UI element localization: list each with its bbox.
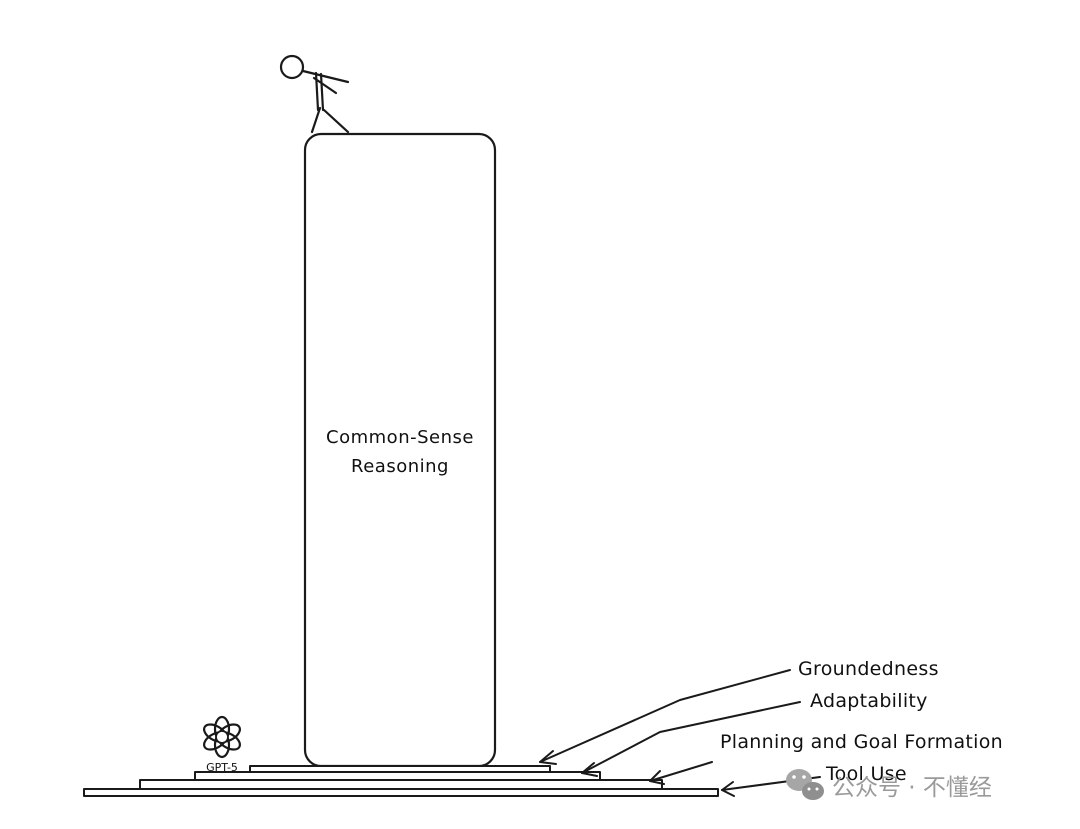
common-sense-pillar: [303, 132, 497, 768]
pillar-label-line-1: Common-Sense: [326, 427, 474, 448]
wechat-icon: [786, 769, 824, 800]
watermark-text: 公众号 · 不懂经: [832, 775, 992, 801]
watermark: 公众号 · 不懂经: [786, 769, 992, 801]
model-label: GPT-5: [206, 761, 238, 774]
layer-planning: [139, 779, 663, 790]
base-layers: [83, 765, 719, 797]
arrowhead-groundedness: [539, 750, 557, 765]
pillar-label-line-2: Reasoning: [351, 456, 449, 477]
arrowhead-adaptability: [581, 762, 598, 777]
label-adaptability: Adaptability: [810, 690, 928, 712]
stick-figure-icon: [279, 54, 350, 134]
label-planning: Planning and Goal Formation: [720, 731, 1003, 753]
arrow-planning: [649, 761, 713, 782]
layer-tool-use: [83, 788, 719, 797]
arrow-adaptability: [581, 701, 801, 774]
arrow-groundedness: [539, 669, 791, 763]
label-tool-use: Tool Use: [825, 763, 907, 785]
arrowhead-planning: [649, 770, 665, 785]
openai-logo-icon: [203, 715, 241, 759]
layer-adaptability: [194, 771, 601, 781]
arrows: [539, 669, 821, 797]
label-groundedness: Groundedness: [798, 658, 939, 680]
arrowhead-tool-use: [721, 781, 735, 797]
